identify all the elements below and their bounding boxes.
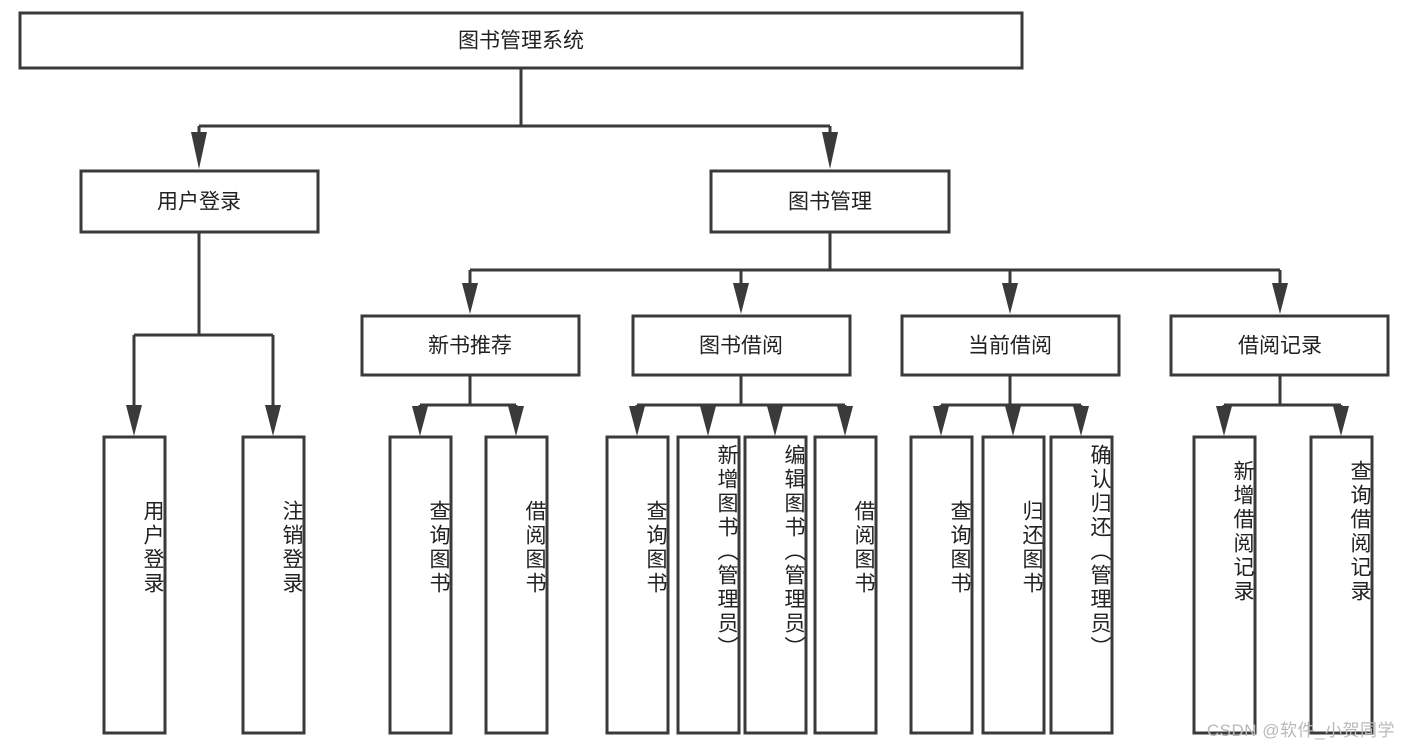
arrow-head-user-login [191,132,207,169]
arrow-head-leaf-borrow-book-1 [508,406,524,436]
node-label-book-manage: 图书管理 [788,191,872,214]
node-box-leaf-add-record[interactable] [1192,435,1257,735]
arrow-head-new-book [462,283,478,314]
node-box-leaf-logout[interactable] [241,435,306,735]
arrow-head-book-manage [822,132,838,169]
node-box-book-manage[interactable] [709,169,951,234]
node-label-book-borrow: 图书借阅 [699,335,783,358]
connector-layer [126,68,1349,436]
node-box-leaf-add-book[interactable] [676,435,741,735]
node-box-leaf-edit-book[interactable] [743,435,808,735]
node-label-user-login: 用户登录 [157,191,241,214]
horizontal-label-layer: 图书管理系统 用户登录 图书管理 新书推荐 图书借阅 当前借阅 借阅记录 [157,30,1322,358]
arrow-head-leaf-return-book [1005,406,1021,436]
node-box-leaf-query-book-2[interactable] [605,435,670,735]
arrow-head-leaf-user-login [126,405,142,436]
node-label-current-borrow: 当前借阅 [968,335,1052,358]
arrow-head-leaf-query-book-2 [629,406,645,436]
node-layer [18,11,1390,735]
node-label-root: 图书管理系统 [458,30,584,53]
node-box-leaf-borrow-book-2[interactable] [813,435,878,735]
node-box-leaf-borrow-book-1[interactable] [484,435,549,735]
node-label-new-book-recommend: 新书推荐 [428,335,512,358]
arrow-head-leaf-edit-book [767,406,783,436]
arrow-head-leaf-query-record [1333,406,1349,436]
node-box-root[interactable] [18,11,1024,70]
arrow-head-leaf-confirm-return [1073,406,1089,436]
arrow-head-borrow-record [1272,283,1288,314]
node-box-leaf-query-record[interactable] [1309,435,1374,735]
node-box-book-borrow[interactable] [631,314,852,377]
watermark-text: CSDN @软件_小贺同学 [1206,721,1395,740]
node-box-user-login[interactable] [79,169,320,234]
node-box-leaf-user-login[interactable] [102,435,167,735]
arrow-head-leaf-query-book-3 [933,406,949,436]
node-box-current-borrow[interactable] [900,314,1121,377]
arrow-head-leaf-query-book-1 [412,406,428,436]
node-label-borrow-record: 借阅记录 [1238,335,1322,358]
node-box-new-book-recommend[interactable] [360,314,581,377]
node-box-leaf-return-book[interactable] [981,435,1046,735]
arrow-head-leaf-add-book [700,406,716,436]
node-box-leaf-confirm-return[interactable] [1049,435,1114,735]
node-box-leaf-query-book-3[interactable] [909,435,974,735]
arrow-head-leaf-logout [265,405,281,436]
arrow-head-current-borrow [1002,283,1018,314]
node-box-leaf-query-book-1[interactable] [388,435,453,735]
arrow-head-leaf-borrow-book-2 [837,406,853,436]
arrow-head-leaf-add-record [1216,406,1232,436]
node-box-borrow-record[interactable] [1169,314,1390,377]
arrow-head-book-borrow [733,283,749,314]
